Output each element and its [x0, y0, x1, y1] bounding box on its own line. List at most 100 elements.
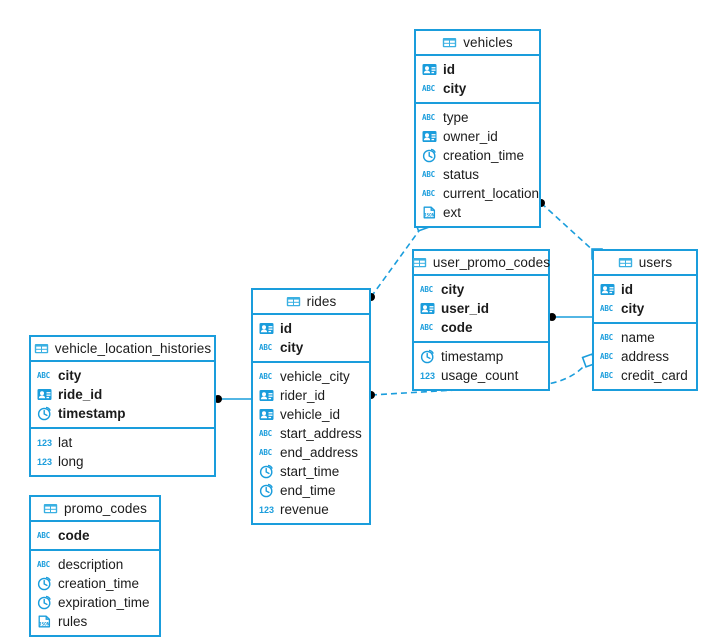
table-field[interactable]: ABC status: [416, 165, 539, 184]
id-badge-icon: [259, 321, 274, 336]
primary-key-field[interactable]: ABC city: [594, 299, 696, 318]
field-label: vehicle_city: [280, 369, 350, 384]
field-label: type: [443, 110, 469, 125]
abc-text-icon: ABC: [422, 170, 435, 179]
numeric-123-icon: 123: [37, 457, 53, 467]
field-label: city: [58, 368, 82, 383]
table-field[interactable]: timestamp: [414, 347, 548, 366]
primary-key-field[interactable]: id: [253, 319, 369, 338]
abc-text-icon: ABC: [422, 113, 435, 122]
field-label: end_address: [280, 445, 359, 460]
field-label: city: [441, 282, 465, 297]
primary-key-field[interactable]: ride_id: [31, 385, 214, 404]
table-header-user_promo_codes[interactable]: user_promo_codes: [412, 251, 551, 276]
abc-text-icon: ABC: [37, 560, 50, 569]
table-grid-icon: [43, 501, 58, 516]
table-title: rides: [306, 294, 337, 309]
table-field[interactable]: ABC description: [31, 555, 159, 574]
abc-text-icon: ABC: [600, 304, 613, 313]
abc-text-icon: ABC: [259, 429, 272, 438]
field-label: city: [621, 301, 645, 316]
primary-key-field[interactable]: id: [594, 280, 696, 299]
field-label: timestamp: [441, 349, 504, 364]
table-grid-icon: [442, 35, 457, 50]
primary-key-field[interactable]: timestamp: [31, 404, 214, 423]
field-label: current_location: [443, 186, 540, 201]
table-field[interactable]: ABC address: [594, 347, 696, 366]
field-label: start_address: [280, 426, 362, 441]
abc-text-icon: ABC: [422, 189, 435, 198]
primary-key-field[interactable]: user_id: [414, 299, 548, 318]
table-field[interactable]: vehicle_id: [253, 405, 369, 424]
abc-text-icon: ABC: [600, 352, 613, 361]
table-field[interactable]: rider_id: [253, 386, 369, 405]
clock-icon: [259, 483, 274, 498]
table-title: user_promo_codes: [432, 255, 551, 270]
table-header-rides[interactable]: rides: [253, 290, 369, 315]
field-label: rider_id: [280, 388, 326, 403]
field-label: address: [621, 349, 670, 364]
field-label: description: [58, 557, 124, 572]
field-label: rules: [58, 614, 88, 629]
clock-icon: [37, 576, 52, 591]
table-header-vehicles[interactable]: vehicles: [416, 31, 539, 56]
clock-icon: [37, 406, 52, 421]
id-badge-icon: [422, 129, 437, 144]
table-title: promo_codes: [64, 501, 147, 516]
field-label: owner_id: [443, 129, 498, 144]
field-label: name: [621, 330, 655, 345]
table-title: vehicle_location_histories: [54, 341, 212, 356]
table-field[interactable]: end_time: [253, 481, 369, 500]
id-badge-icon: [37, 387, 52, 402]
field-label: user_id: [441, 301, 490, 316]
table-field[interactable]: creation_time: [416, 146, 539, 165]
edge-user-promo-codes-to-users: [548, 313, 592, 321]
table-header-vehicle_location_histories[interactable]: vehicle_location_histories: [31, 337, 214, 362]
numeric-123-icon: 123: [37, 438, 53, 448]
table-field[interactable]: ABC current_location: [416, 184, 539, 203]
table-header-users[interactable]: users: [594, 251, 696, 276]
table-grid-icon: [412, 255, 427, 270]
table-field[interactable]: start_time: [253, 462, 369, 481]
table-field[interactable]: creation_time: [31, 574, 159, 593]
table-field[interactable]: expiration_time: [31, 593, 159, 612]
table-header-promo_codes[interactable]: promo_codes: [31, 497, 159, 522]
table-field[interactable]: owner_id: [416, 127, 539, 146]
field-label: creation_time: [443, 148, 525, 163]
field-label: vehicle_id: [280, 407, 341, 422]
primary-key-field[interactable]: id: [416, 60, 539, 79]
table-grid-icon: [618, 255, 633, 270]
field-label: status: [443, 167, 480, 182]
table-field[interactable]: ABC type: [416, 108, 539, 127]
table-field[interactable]: ABC start_address: [253, 424, 369, 443]
